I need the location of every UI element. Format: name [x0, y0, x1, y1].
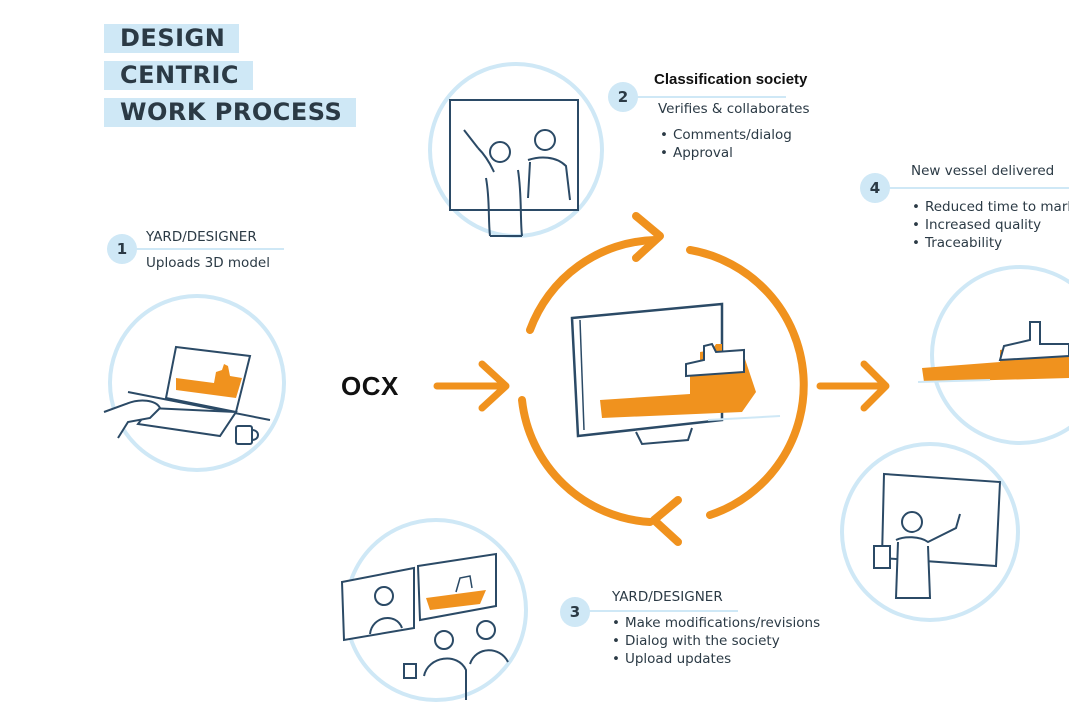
designer-laptop-icon: [103, 294, 286, 472]
ocx-label: OCX: [341, 371, 399, 401]
step-1-subtext: Uploads 3D model: [146, 255, 270, 271]
step-4-bullet: Reduced time to mark: [912, 198, 1069, 216]
step-1-badge: 1: [107, 234, 137, 264]
delivered-vessel-icon: [917, 265, 1069, 445]
step-3-badge: 3: [560, 597, 590, 627]
delivery-arrow-icon: [816, 360, 890, 412]
step-3-bullet: Dialog with the society: [612, 632, 820, 650]
step-4-heading: New vessel delivered: [911, 163, 1055, 179]
video-call-icon: [340, 518, 528, 702]
step-2-bullet: Approval: [660, 144, 792, 162]
step-3-bullet: Upload updates: [612, 650, 820, 668]
cycle-arrows-icon: [518, 212, 808, 546]
step-3-bullet: Make modifications/revisions: [612, 614, 820, 632]
step-3-rule: [588, 610, 738, 612]
step-1-heading: YARD/DESIGNER: [146, 229, 257, 245]
step-3-heading: YARD/DESIGNER: [612, 589, 723, 605]
step-2-badge: 2: [608, 82, 638, 112]
title-line-1: DESIGN: [104, 24, 240, 53]
step-4-bullets: Reduced time to mark Increased quality T…: [912, 198, 1069, 252]
step-2-heading: Classification society: [654, 71, 808, 88]
review-whiteboard-icon: [428, 62, 604, 238]
presenter-icon: [840, 442, 1020, 622]
step-2-subtext: Verifies & collaborates: [658, 101, 810, 117]
step-3-bullets: Make modifications/revisions Dialog with…: [612, 614, 820, 668]
ocx-arrow-icon: [433, 360, 510, 412]
step-2-bullet: Comments/dialog: [660, 126, 792, 144]
step-2-bullets: Comments/dialog Approval: [660, 126, 792, 162]
central-monitor-ship-icon: [570, 302, 781, 446]
step-4-bullet: Increased quality: [912, 216, 1069, 234]
title-line-3: WORK PROCESS: [104, 98, 357, 127]
step-2-rule: [636, 96, 786, 98]
step-1-rule: [134, 248, 284, 250]
step-4-rule: [888, 187, 1069, 189]
step-4-badge: 4: [860, 173, 890, 203]
title-line-2: CENTRIC: [104, 61, 253, 90]
step-4-bullet: Traceability: [912, 234, 1069, 252]
